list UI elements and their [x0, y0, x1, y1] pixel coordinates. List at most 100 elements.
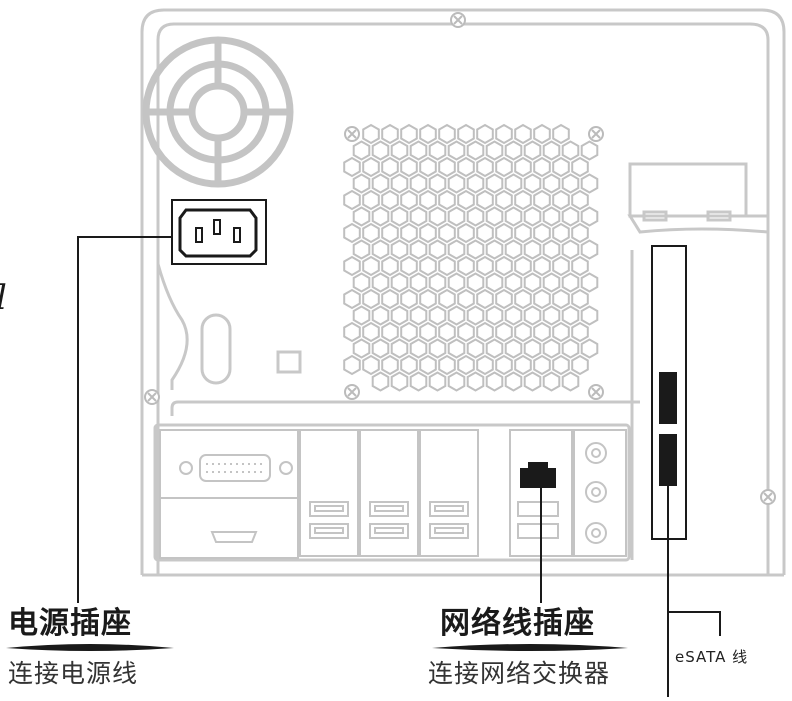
- vent-hex: [352, 140, 371, 161]
- usb-ports: [299, 429, 479, 557]
- expansion-slot: [627, 162, 770, 560]
- vent-hex: [561, 173, 580, 194]
- vent-hex: [504, 371, 523, 392]
- vent-hex: [343, 288, 361, 310]
- usb-port-tongue: [314, 505, 344, 512]
- vent-hex: [409, 239, 428, 260]
- vent-hex: [352, 305, 371, 326]
- vent-hex: [542, 239, 561, 260]
- vent-hex: [523, 239, 542, 260]
- vent-hex: [343, 354, 361, 376]
- vent-hex: [561, 272, 580, 293]
- vent-hex: [428, 305, 447, 326]
- vent-hex: [552, 288, 570, 310]
- vent-hex: [514, 123, 532, 145]
- vent-hex: [561, 371, 580, 392]
- vent-hex: [476, 354, 494, 376]
- vent-hex: [400, 321, 418, 343]
- vent-hex: [428, 272, 447, 293]
- dvi-port-icon: [159, 429, 299, 499]
- vent-hex: [571, 222, 589, 244]
- vent-hex: [495, 222, 513, 244]
- vent-hex: [409, 140, 428, 161]
- vent-hex: [514, 354, 532, 376]
- vent-hex: [419, 288, 437, 310]
- vent-hex: [476, 123, 494, 145]
- vent-hex: [495, 288, 513, 310]
- vent-hex: [362, 288, 380, 310]
- vent-hex: [485, 338, 504, 359]
- vent-hex: [381, 123, 399, 145]
- vent-hex: [419, 222, 437, 244]
- vent-hex: [580, 338, 599, 359]
- vent-hex: [552, 156, 570, 178]
- vent-hex: [371, 206, 390, 227]
- vent-hex: [495, 255, 513, 277]
- vent-hex: [352, 173, 371, 194]
- vent-hex: [580, 173, 599, 194]
- vent-hex: [523, 206, 542, 227]
- vent-hex: [542, 173, 561, 194]
- vent-hex: [419, 123, 437, 145]
- vent-hex: [514, 222, 532, 244]
- vent-hex: [485, 140, 504, 161]
- vent-hex: [390, 305, 409, 326]
- vent-hex: [476, 222, 494, 244]
- power-socket-subtitle: 连接电源线: [8, 659, 139, 688]
- usb-port-icon: [429, 501, 469, 517]
- vent-hex: [552, 354, 570, 376]
- vent-hex: [447, 305, 466, 326]
- usb-port-icon: [369, 523, 409, 539]
- vent-hex: [343, 255, 361, 277]
- vent-hex: [580, 239, 599, 260]
- vent-hex: [542, 206, 561, 227]
- usb-port-tongue: [374, 527, 404, 534]
- vent-hex: [580, 140, 599, 161]
- vent-hex: [457, 156, 475, 178]
- vent-hex: [485, 371, 504, 392]
- vent-hex: [362, 189, 380, 211]
- vent-hex: [381, 321, 399, 343]
- usb-port-tongue: [434, 527, 464, 534]
- vent-hex: [419, 255, 437, 277]
- vent-hex: [447, 173, 466, 194]
- vent-hex: [504, 140, 523, 161]
- vent-hex: [400, 222, 418, 244]
- vent-hex: [409, 206, 428, 227]
- vent-hex: [343, 321, 361, 343]
- usb-module: [359, 429, 419, 557]
- vent-hex: [352, 272, 371, 293]
- vent-hex: [495, 123, 513, 145]
- vent-hex: [466, 338, 485, 359]
- vent-hex: [343, 156, 361, 178]
- vent-hex: [409, 305, 428, 326]
- vent-hex: [495, 321, 513, 343]
- vent-hex: [504, 338, 523, 359]
- vent-hex: [552, 321, 570, 343]
- vent-hex: [466, 371, 485, 392]
- vent-hex: [561, 140, 580, 161]
- vent-hex: [438, 288, 456, 310]
- ventilation-grid: [343, 123, 599, 392]
- screw-icon: [144, 12, 776, 505]
- vent-hex: [533, 288, 551, 310]
- vent-hex: [362, 123, 380, 145]
- vent-hex: [495, 354, 513, 376]
- vent-hex: [457, 288, 475, 310]
- cropped-glyph: l: [0, 278, 7, 318]
- vent-hex: [419, 156, 437, 178]
- vent-hex: [438, 189, 456, 211]
- vent-hex: [561, 239, 580, 260]
- vent-hex: [362, 354, 380, 376]
- vent-hex: [533, 255, 551, 277]
- vent-hex: [390, 173, 409, 194]
- vent-hex: [457, 321, 475, 343]
- vent-hex: [400, 123, 418, 145]
- vent-hex: [466, 206, 485, 227]
- network-socket-subtitle: 连接网络交换器: [428, 659, 611, 688]
- vent-hex: [523, 305, 542, 326]
- vent-hex: [390, 338, 409, 359]
- vent-hex: [552, 255, 570, 277]
- vent-hex: [561, 305, 580, 326]
